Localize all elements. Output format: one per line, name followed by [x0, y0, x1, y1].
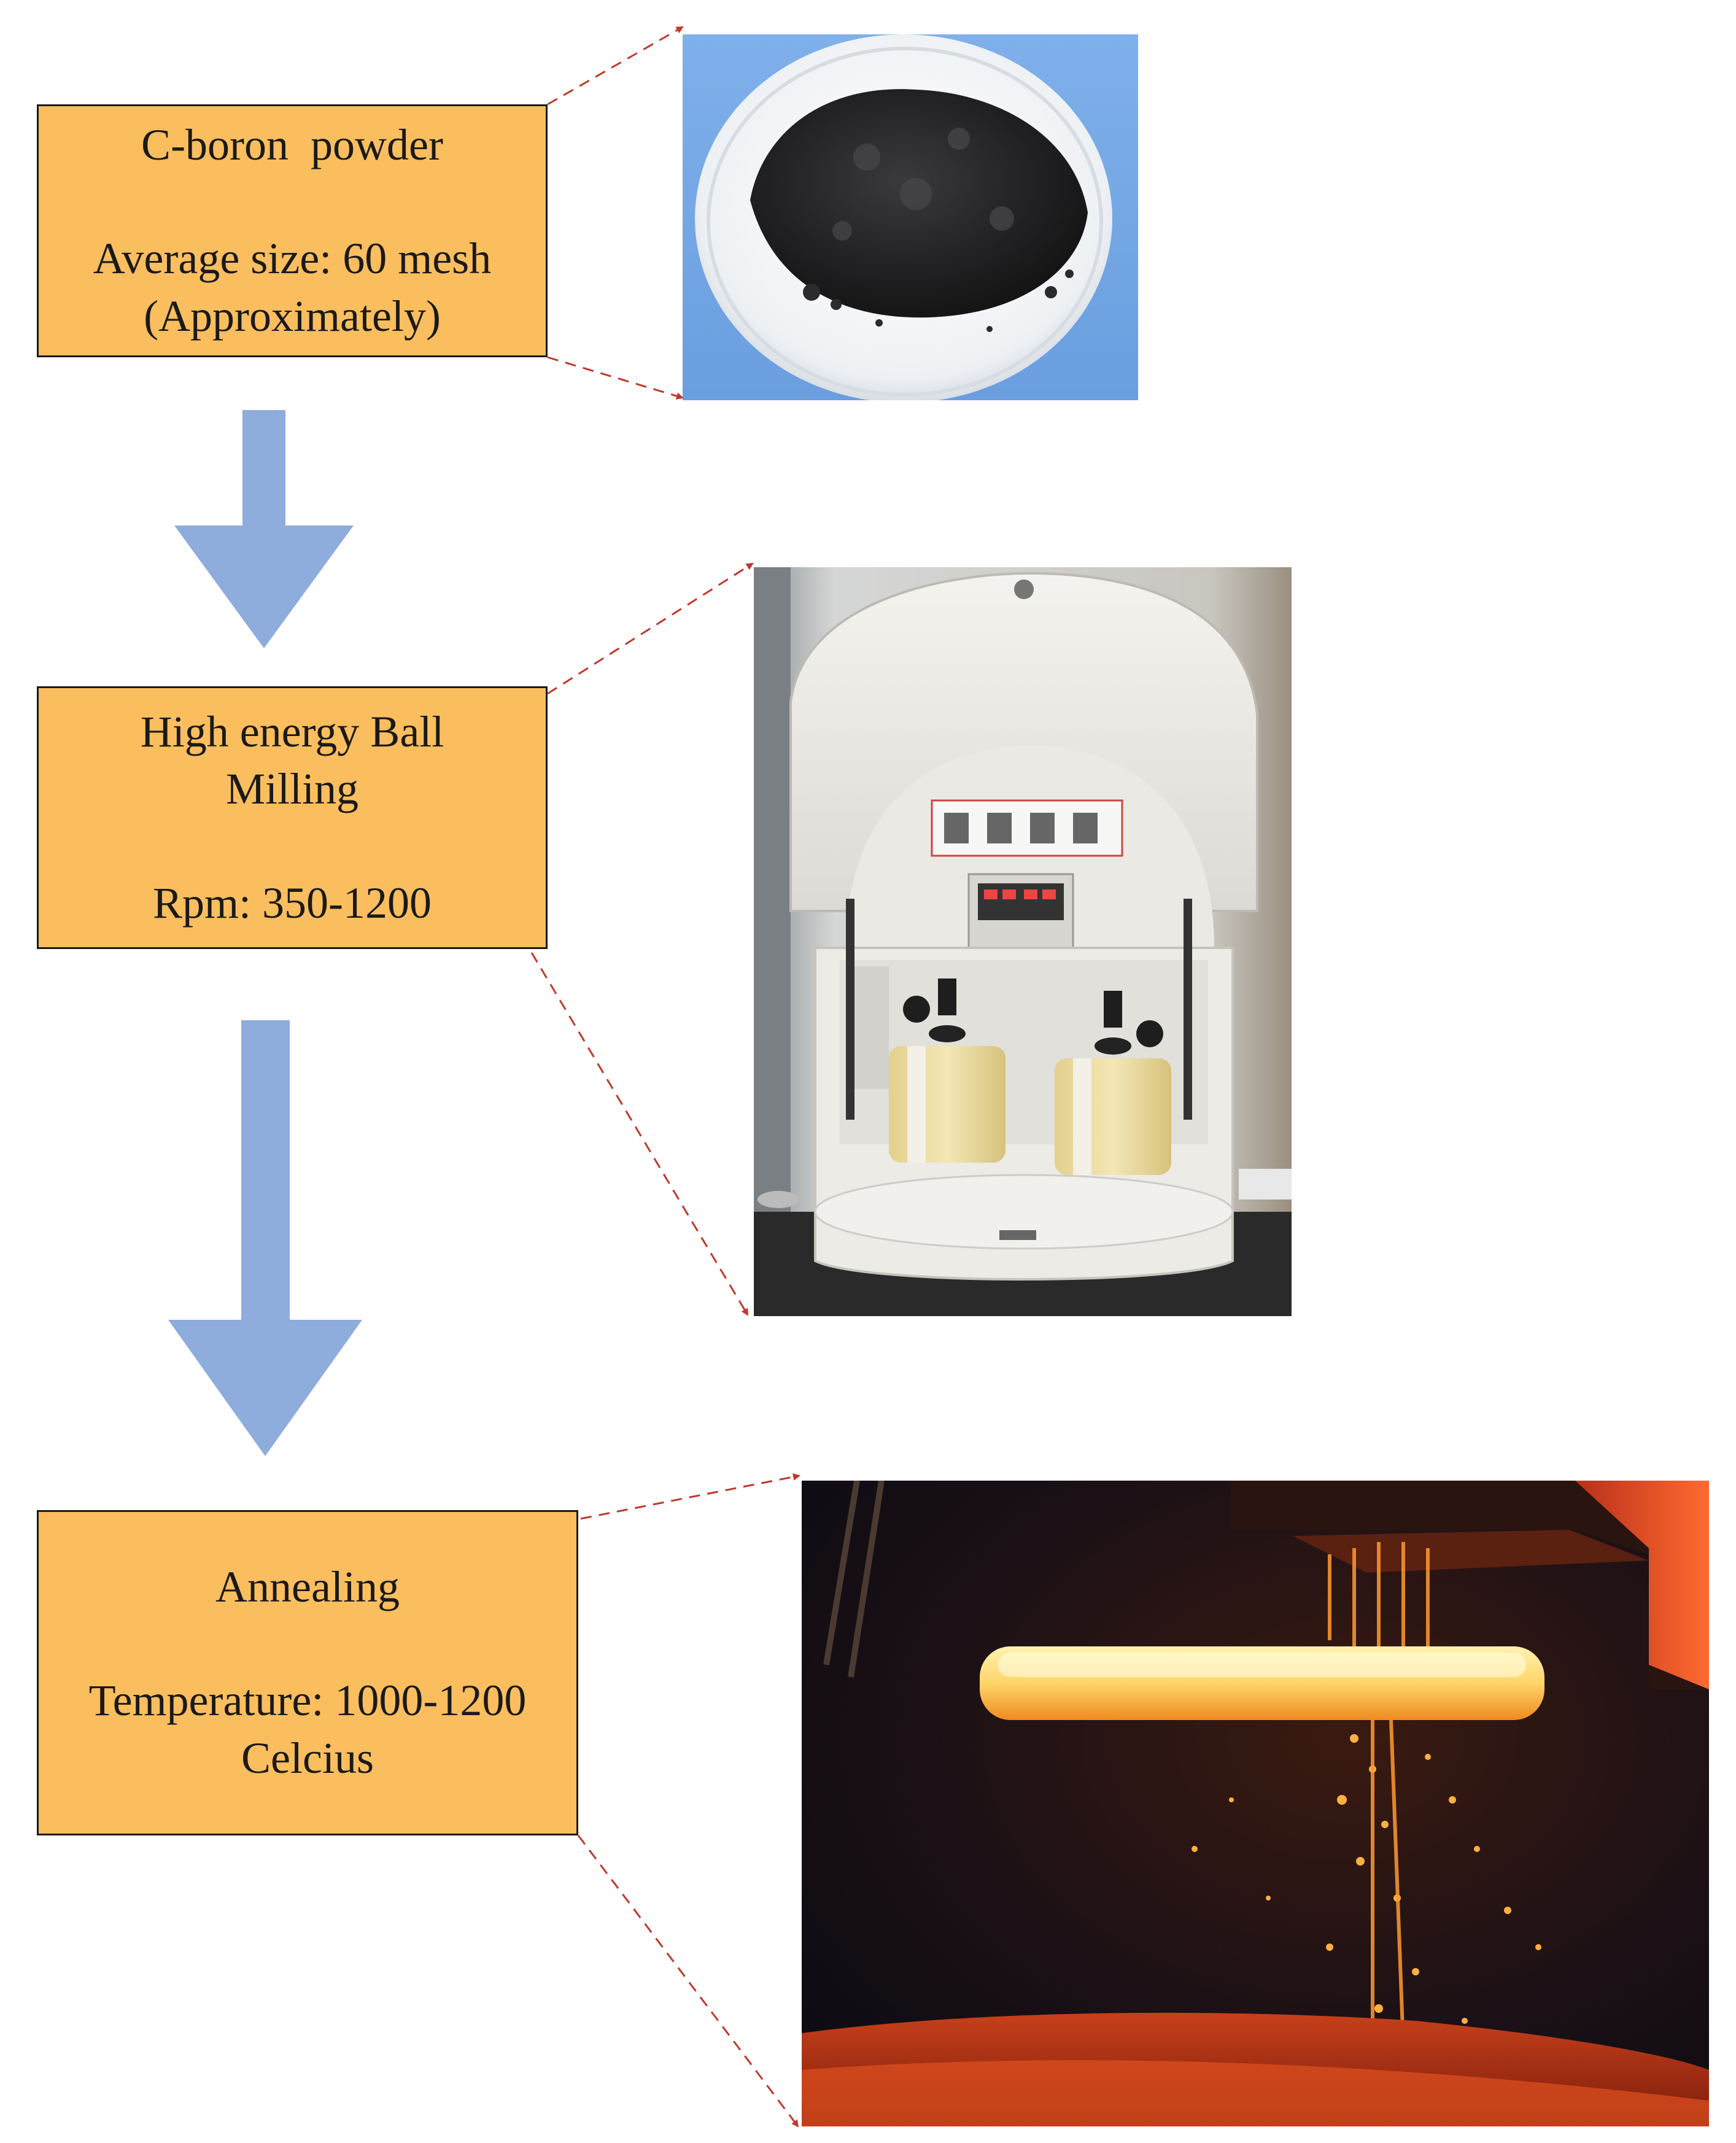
step-box-annealing: Annealing Temperature: 1000-1200 Celcius [37, 1510, 578, 1835]
annealing-photo [802, 1481, 1709, 2126]
step-detail-annealing-unit: Celcius [241, 1733, 374, 1783]
connector-mill-bottom [530, 952, 749, 1316]
step-detail-powder-approx: (Approximately) [144, 291, 441, 341]
step-title-milling-line1: High energy Ball [140, 707, 444, 756]
flow-arrow-down-2 [168, 1020, 362, 1456]
connector-anneal-top [580, 1473, 800, 1520]
flow-arrow-down-1 [174, 410, 354, 648]
connector-anneal-bottom [577, 1835, 799, 2128]
step-title-powder: C-boron powder [141, 120, 443, 169]
connector-powder-bottom [547, 356, 684, 400]
step-detail-annealing-temp: Temperature: 1000-1200 [88, 1676, 527, 1726]
ball-mill-photo [754, 567, 1292, 1316]
step-detail-powder-size: Average size: 60 mesh [93, 234, 492, 284]
connector-mill-top [547, 562, 754, 695]
step-detail-milling-rpm: Rpm: 350-1200 [152, 878, 432, 928]
step-title-milling-line2: Milling [225, 764, 359, 814]
step-title-annealing: Annealing [215, 1562, 400, 1611]
step-box-ball-milling: High energy Ball Milling Rpm: 350-1200 [37, 686, 548, 949]
step-box-powder: C-boron powder Average size: 60 mesh (Ap… [37, 104, 548, 357]
boron-powder-photo [683, 34, 1138, 400]
connector-powder-top [547, 26, 684, 106]
